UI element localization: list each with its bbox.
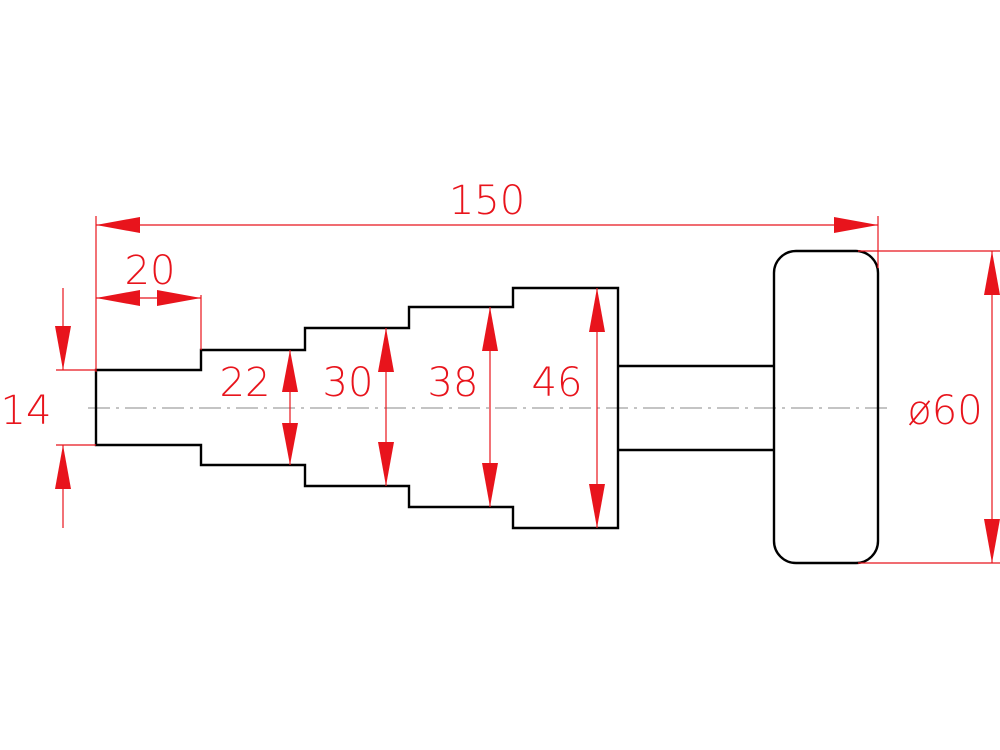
arrow-22-top xyxy=(282,350,298,392)
arrow-14-top xyxy=(55,326,71,370)
arrow-20-right xyxy=(157,290,201,306)
arrow-150-left xyxy=(96,217,140,233)
dim-label-38: 38 xyxy=(428,360,479,406)
dim-label-14: 14 xyxy=(1,388,52,434)
arrow-22-bottom xyxy=(282,423,298,465)
dim-label-46: 46 xyxy=(532,360,583,406)
dim-label-30: 30 xyxy=(323,360,374,406)
dim-label-20: 20 xyxy=(125,248,176,294)
arrow-60-bottom xyxy=(984,519,1000,563)
arrow-20-left xyxy=(96,290,140,306)
arrow-38-top xyxy=(482,307,498,351)
arrow-30-top xyxy=(378,328,394,372)
dim-label-60: ø60 xyxy=(907,388,982,434)
arrow-46-top xyxy=(589,288,605,332)
arrow-150-right xyxy=(834,217,878,233)
arrow-38-bottom xyxy=(482,463,498,507)
dim-label-150: 150 xyxy=(449,178,525,224)
arrow-14-bottom xyxy=(55,445,71,489)
stepped-shaft-outline xyxy=(94,286,620,530)
arrow-30-bottom xyxy=(378,442,394,486)
knob-head-outline xyxy=(772,249,880,565)
arrow-46-bottom xyxy=(589,484,605,528)
arrow-60-top xyxy=(984,251,1000,295)
dim-label-22: 22 xyxy=(220,360,271,406)
